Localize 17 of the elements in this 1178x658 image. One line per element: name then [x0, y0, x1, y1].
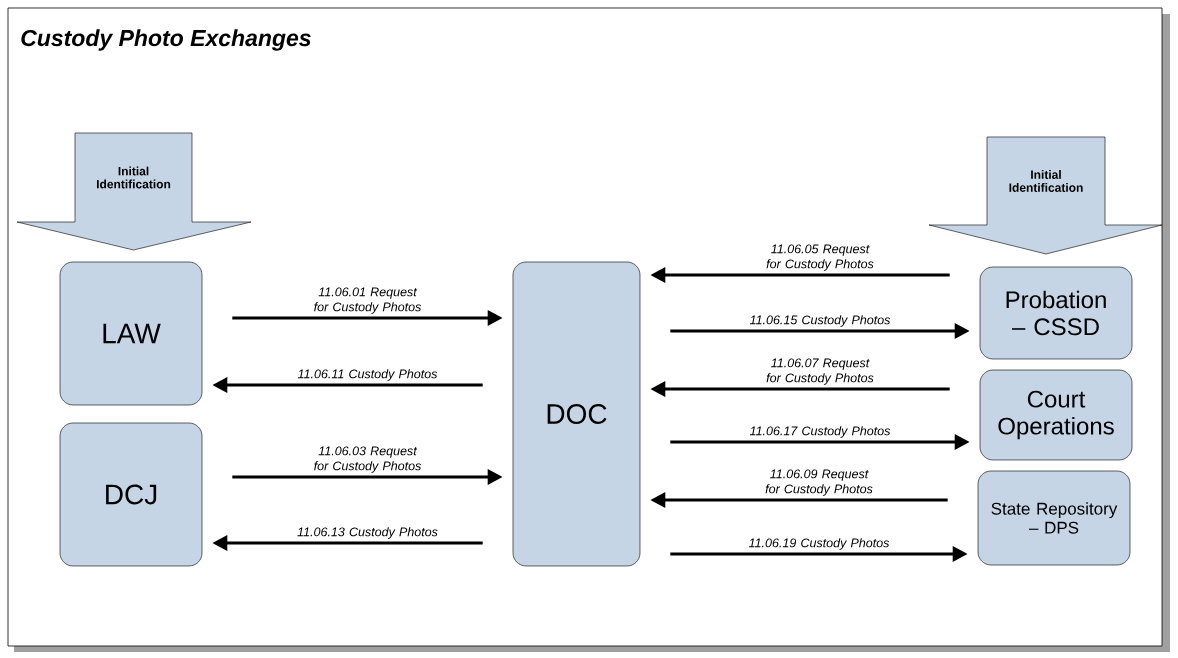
edge-label: 11.06.03 Request for Custody Photos [314, 446, 422, 473]
edge-label: 11.06.19 Custody Photos [748, 538, 890, 550]
process-box: Probation – CSSD [979, 266, 1133, 360]
edge-label: 11.06.15 Custody Photos [749, 315, 891, 327]
edge-label: 11.06.09 Request for Custody Photos [765, 469, 873, 496]
process-box: Court Operations [979, 369, 1133, 461]
edge-label: 11.06.01 Request for Custody Photos [314, 287, 422, 314]
title: Custody Photo Exchanges [21, 29, 311, 51]
edge-label: 11.06.13 Custody Photos [297, 527, 438, 539]
process-box: DOC [512, 261, 641, 567]
edge-label: 11.06.05 Request for Custody Photos [766, 244, 874, 271]
edge-label: 11.06.07 Request for Custody Photos [766, 358, 874, 385]
edge-label: 11.06.17 Custody Photos [749, 426, 891, 438]
process-box: DCJ [59, 422, 203, 567]
edge-label: 11.06.11 Custody Photos [297, 369, 438, 381]
process-box: LAW [59, 261, 203, 406]
process-box: State Repository – DPS [977, 470, 1131, 566]
